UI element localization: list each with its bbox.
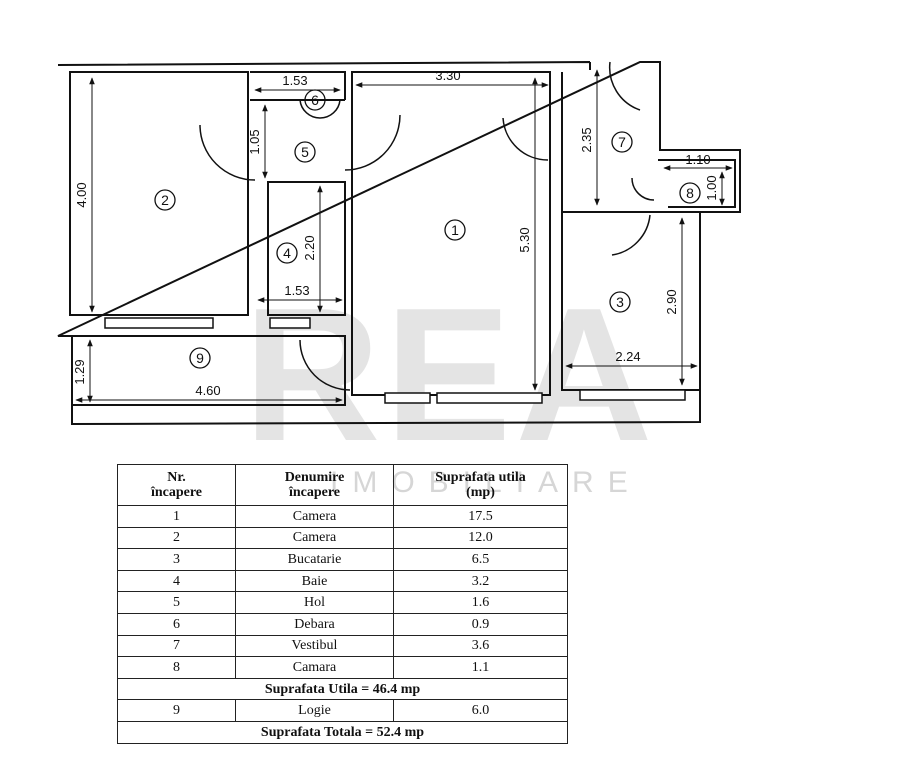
cell-area: 1.6	[393, 591, 568, 614]
cell-name: Debara	[235, 612, 394, 636]
walls	[57, 61, 741, 426]
dim-label: 4.60	[195, 383, 220, 398]
header-area: Suprafata utila (mp)	[393, 464, 568, 506]
cell-area: 12.0	[393, 526, 568, 550]
cell-nr: 8	[117, 656, 236, 679]
dim-label: 3.30	[435, 68, 460, 83]
cell-area: 6.0	[393, 699, 568, 722]
cell-area: 3.2	[393, 569, 568, 593]
cell-nr: 6	[117, 612, 236, 636]
cell-name: Camara	[235, 656, 394, 679]
cell-area: 17.5	[393, 505, 568, 528]
dim-label: 2.24	[615, 349, 640, 364]
dim-label: 2.90	[664, 289, 679, 314]
cell-nr: 2	[117, 526, 236, 550]
cell-area: 0.9	[393, 612, 568, 636]
cell-nr: 1	[117, 505, 236, 528]
room-number: 8	[686, 185, 694, 201]
dim-label: 1.53	[284, 283, 309, 298]
cell-name: Bucatarie	[235, 548, 394, 571]
table-header-row: Nr. încapere Denumire încapere Suprafata…	[117, 464, 568, 506]
cell-nr: 9	[117, 699, 236, 722]
total-cell: Suprafata Totala = 52.4 mp	[117, 720, 568, 744]
cell-nr: 4	[117, 569, 236, 593]
floor-plan: REA	[57, 61, 741, 460]
dimension-lines	[75, 69, 733, 403]
dim-label: 1.29	[72, 359, 87, 384]
dim-label: 1.53	[282, 73, 307, 88]
dim-label: 1.00	[704, 175, 719, 200]
cell-name: Camera	[235, 526, 394, 550]
room-number: 7	[618, 134, 626, 150]
dim-label: 5.30	[517, 227, 532, 252]
windows	[104, 317, 686, 404]
cell-name: Logie	[235, 699, 394, 722]
dim-label: 4.00	[74, 182, 89, 207]
dim-label: 2.35	[579, 127, 594, 152]
cell-area: 1.1	[393, 656, 568, 679]
header-nr: Nr. încapere	[117, 464, 236, 506]
dim-label: 1.05	[247, 129, 262, 154]
room-number: 4	[283, 245, 291, 261]
subtotal-row: Suprafata Utila = 46.4 mp	[117, 677, 568, 701]
room-number: 9	[196, 350, 204, 366]
dim-label: 2.20	[302, 235, 317, 260]
header-name: Denumire încapere	[235, 464, 394, 506]
cell-nr: 5	[117, 591, 236, 614]
cell-area: 3.6	[393, 634, 568, 658]
cell-area: 6.5	[393, 548, 568, 571]
room-number: 1	[451, 222, 459, 238]
total-row: Suprafata Totala = 52.4 mp	[117, 720, 568, 744]
room-number: 5	[301, 144, 309, 160]
cell-nr: 3	[117, 548, 236, 571]
cell-name: Hol	[235, 591, 394, 614]
cell-name: Camera	[235, 505, 394, 528]
area-table: Nr. încapere Denumire încapere Suprafata…	[117, 464, 568, 744]
room-number: 3	[616, 294, 624, 310]
cell-name: Vestibul	[235, 634, 394, 658]
subtotal-cell: Suprafata Utila = 46.4 mp	[117, 677, 568, 701]
dim-label: 1.10	[685, 152, 710, 167]
cell-name: Baie	[235, 569, 394, 593]
room-markers	[154, 89, 701, 369]
room-number: 6	[311, 92, 319, 108]
door-swings	[199, 61, 655, 391]
room-number: 2	[161, 192, 169, 208]
cell-nr: 7	[117, 634, 236, 658]
